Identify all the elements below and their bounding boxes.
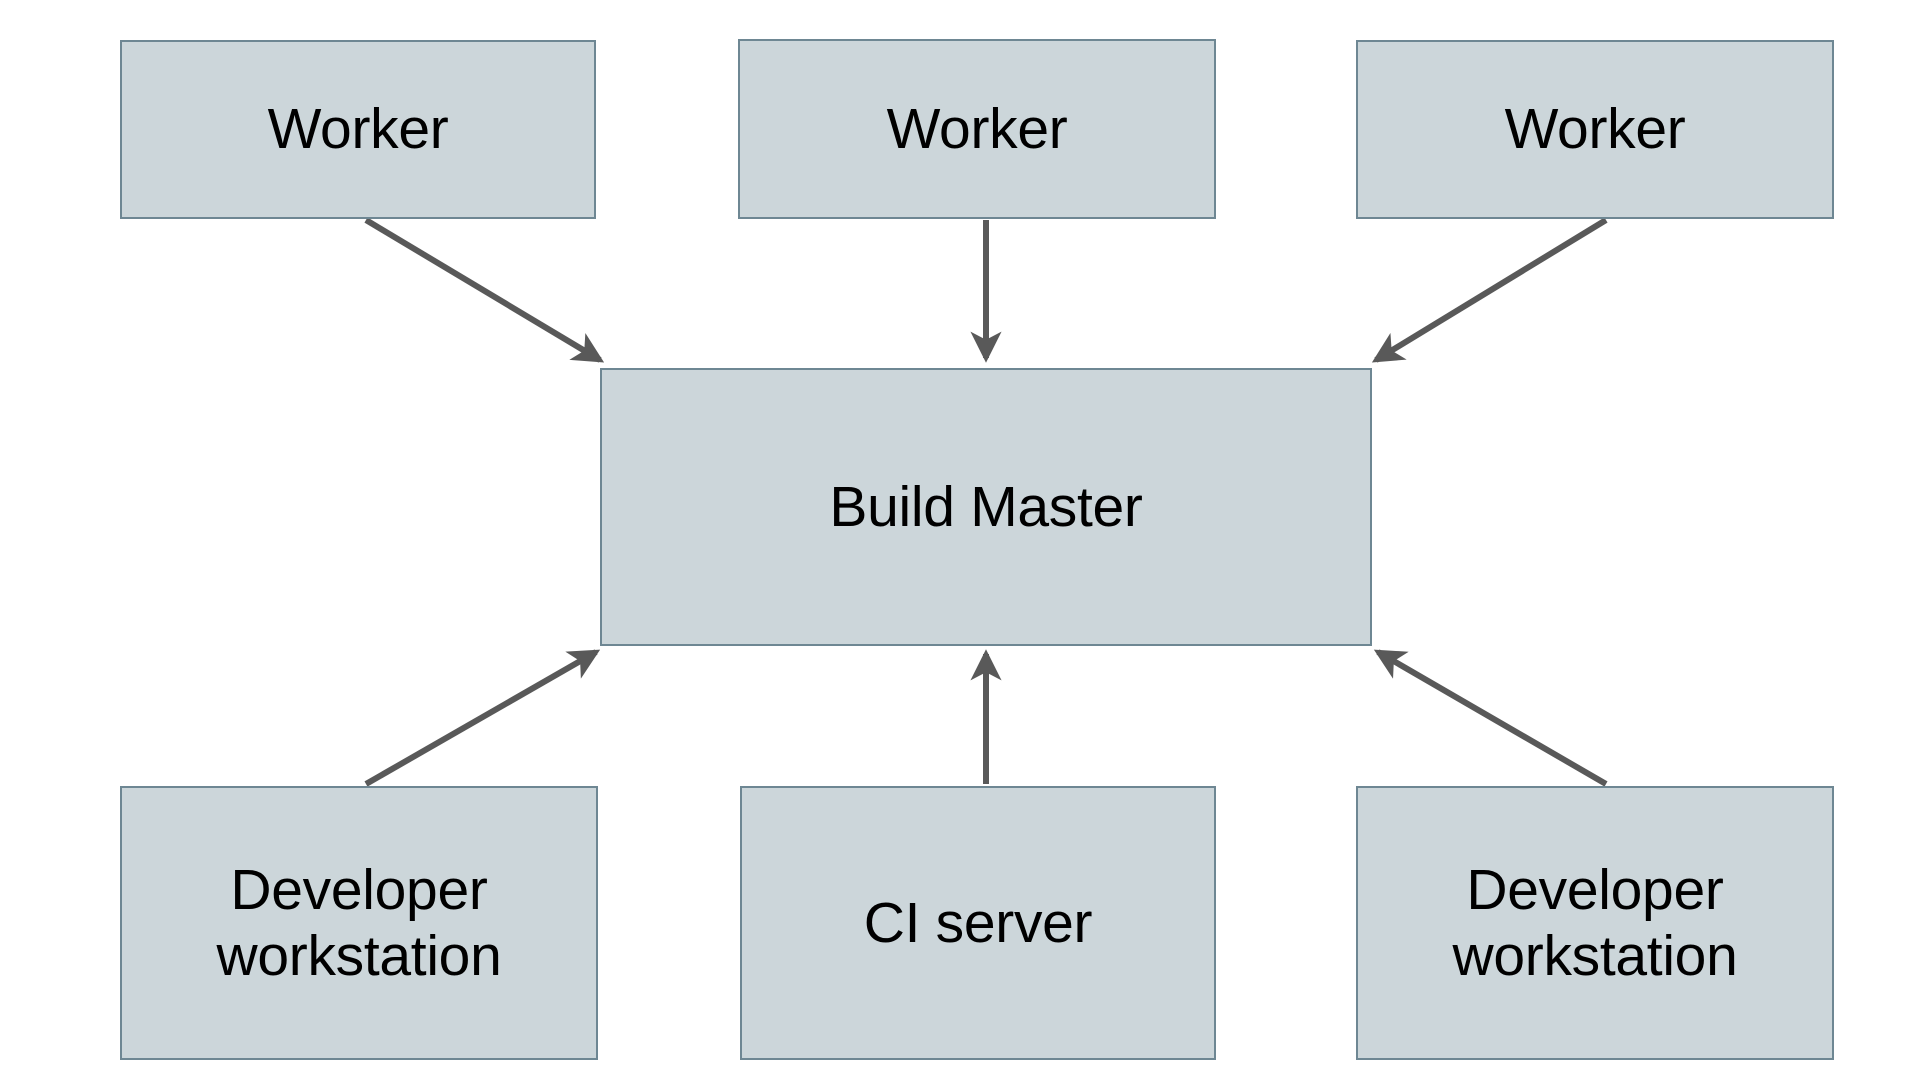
- node-worker-2-label: Worker: [886, 96, 1068, 161]
- node-ci-server[interactable]: CI server: [740, 786, 1216, 1060]
- node-developer-workstation-left-label: Developer workstation: [216, 857, 502, 988]
- node-worker-3[interactable]: Worker: [1356, 40, 1834, 219]
- node-build-master[interactable]: Build Master: [600, 368, 1372, 646]
- edge-dev1-to-master: [364, 649, 601, 787]
- edge-dev2-to-master: [1373, 649, 1608, 787]
- node-worker-1[interactable]: Worker: [120, 40, 596, 219]
- node-worker-1-label: Worker: [267, 97, 449, 162]
- node-worker-3-label: Worker: [1504, 97, 1686, 162]
- node-developer-workstation-left[interactable]: Developer workstation: [120, 786, 598, 1060]
- node-worker-2[interactable]: Worker: [738, 39, 1216, 219]
- node-developer-workstation-right[interactable]: Developer workstation: [1356, 786, 1834, 1060]
- node-ci-server-label: CI server: [863, 890, 1093, 955]
- node-build-master-label: Build Master: [829, 474, 1143, 539]
- node-developer-workstation-right-label: Developer workstation: [1452, 857, 1738, 988]
- edge-worker3-to-master: [1371, 217, 1608, 363]
- edge-worker1-to-master: [364, 217, 605, 363]
